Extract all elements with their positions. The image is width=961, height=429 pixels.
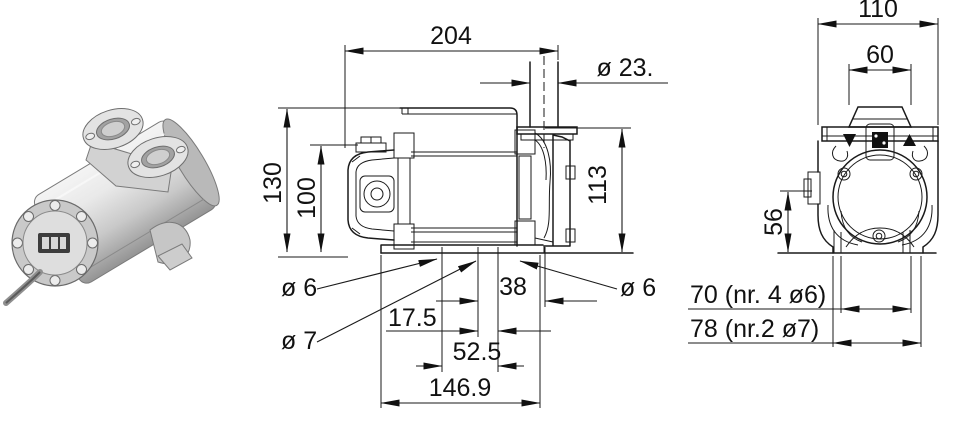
foot-slots [833,230,911,253]
electrical-cap [347,136,395,241]
dim-pipe-diameter: ø 23. [597,54,654,82]
foot-wing-left [827,204,863,246]
pump-head [514,126,578,253]
ear-left [832,145,849,162]
dim-hole-left-dia: ø 6 [281,274,317,302]
dim-axis-height: 56 [760,208,788,236]
dim-hole-spacing-c: 52.5 [453,338,502,366]
dim-overall-width: 110 [858,0,898,23]
pump-cover-circle [832,149,928,245]
body-right-edge [922,140,939,254]
motor-front-flange [393,132,415,250]
dim-hole-right-dia: ø 6 [620,274,656,302]
flow-mark-down [843,134,856,147]
dim-hole-spacing-b: 17.5 [388,304,437,332]
dim-hole-mid-dia: ø 7 [281,327,317,355]
pump-photo [3,108,220,306]
front-view-dimensions: 110 60 56 70 (nr. 4 ø6) 78 (nr.2 ø7) [688,0,939,347]
port-flange-left-3d [82,108,144,150]
dim-foot-holes-a: 70 (nr. 4 ø6) [690,281,826,309]
port-flange-right-3d [127,136,189,178]
ear-right [911,145,928,162]
dim-length: 204 [430,22,472,50]
dim-overall-height: 130 [259,162,287,204]
side-view-drawing: 204 ø 23. 130 100 113 38 17.5 52.5 [259,22,668,408]
dim-port-height: 113 [584,165,612,205]
foot-wing-right [897,204,933,246]
motor-end-flange-3d [11,199,99,287]
tie-rods [411,151,517,243]
motor-outline [399,107,518,247]
side-boss [807,171,821,205]
flow-mark-up [903,134,916,146]
side-view-dimensions: 204 ø 23. 130 100 113 38 17.5 52.5 [259,22,668,408]
body-left-edge [817,140,834,254]
front-view-part [777,106,939,254]
inlet-pipe [529,56,559,148]
dim-port-flange-width: 60 [866,41,894,69]
dim-body-height: 100 [293,177,321,219]
pump-foot-3d [157,243,193,271]
dim-foot-holes-b: 78 (nr.2 ø7) [690,315,819,343]
dim-hole-spacing-a: 38 [499,273,527,301]
dim-base-length: 146.9 [429,374,492,402]
front-view-drawing: 110 60 56 70 (nr. 4 ø6) 78 (nr.2 ø7) [688,0,939,347]
